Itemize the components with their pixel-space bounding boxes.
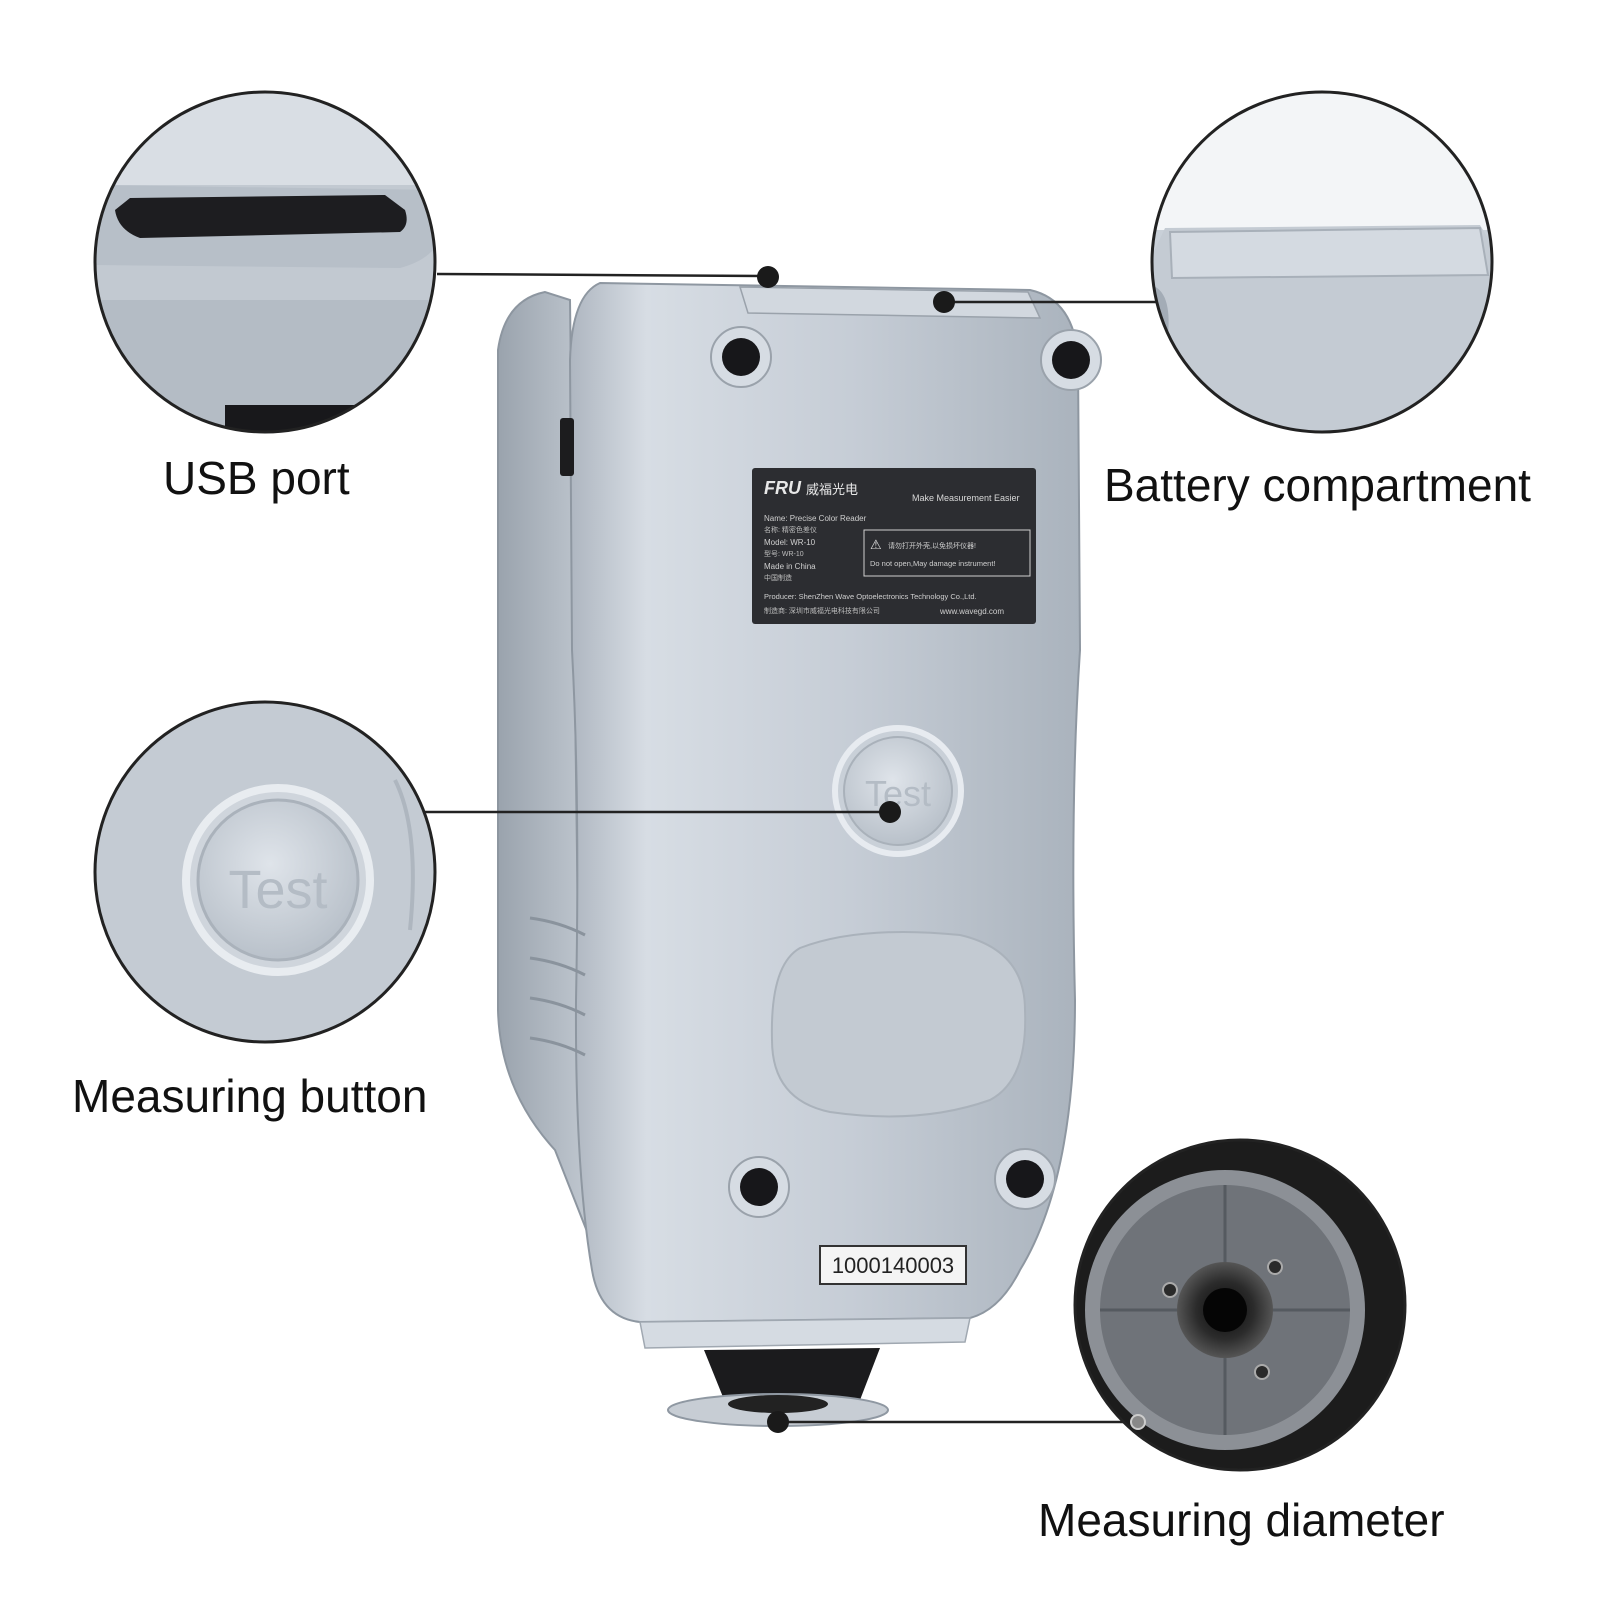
- battery-cover: [738, 286, 1042, 319]
- zoom-usb-port: [93, 90, 437, 434]
- color-reader-device: FRU 威福光电 Make Measurement Easier Name: P…: [497, 281, 1102, 1427]
- nameplate-made-in: Made in China: [764, 562, 816, 571]
- test-button[interactable]: Test: [832, 725, 964, 857]
- screw-top-left: [710, 326, 772, 388]
- measuring-button-label: Measuring button: [72, 1070, 428, 1122]
- nameplate-warning-cn: 请勿打开外壳,以免损坏仪器!: [888, 541, 976, 550]
- side-grip-ribs: [529, 916, 586, 1057]
- nameplate-made-in-cn: 中国制造: [764, 573, 792, 582]
- nameplate-name-cn: 名称: 精密色差仪: [764, 525, 817, 534]
- warning-icon: ⚠: [870, 537, 882, 552]
- screw-bottom-right: [994, 1148, 1056, 1210]
- callout-lines: [420, 272, 1170, 1424]
- zoomed-test-label: Test: [228, 860, 327, 920]
- nameplate-model-cn: 型号: WR-10: [764, 549, 804, 558]
- usb-port-label: USB port: [163, 452, 350, 504]
- recessed-pad: [770, 930, 1027, 1118]
- measuring-head: [704, 1348, 880, 1402]
- nameplate-slogan: Make Measurement Easier: [912, 493, 1020, 503]
- zoom-measuring-button: Test: [93, 700, 437, 1044]
- screw-top-right: [1040, 329, 1102, 391]
- screw-bottom-left: [728, 1156, 790, 1218]
- serial-label: 1000140003: [819, 1245, 967, 1285]
- serial-number: 1000140003: [832, 1253, 954, 1278]
- nameplate-producer-cn: 制造商: 深圳市威福光电科技有限公司: [764, 606, 880, 615]
- nameplate-model: Model: WR-10: [764, 538, 816, 547]
- nameplate-brand: FRU: [764, 478, 802, 498]
- nameplate-brand-cn: 威福光电: [806, 482, 858, 497]
- nameplate-producer: Producer: ShenZhen Wave Optoelectronics …: [764, 592, 977, 601]
- nameplate: FRU 威福光电 Make Measurement Easier Name: P…: [752, 468, 1036, 624]
- nameplate-website: www.wavegd.com: [939, 607, 1004, 616]
- battery-compartment-label: Battery compartment: [1104, 459, 1531, 511]
- measuring-diameter-label: Measuring diameter: [1038, 1494, 1445, 1546]
- base-plate: [639, 1317, 971, 1349]
- nameplate-warning-box: [863, 529, 1031, 577]
- zoom-measuring-diameter: [1073, 1138, 1407, 1472]
- nameplate-warning-en: Do not open,May damage instrument!: [870, 559, 996, 568]
- zoom-battery-compartment: [1150, 90, 1494, 434]
- callout-dots: [757, 266, 955, 1433]
- usb-slot: [560, 418, 574, 476]
- nameplate-name: Name: Precise Color Reader: [764, 514, 867, 523]
